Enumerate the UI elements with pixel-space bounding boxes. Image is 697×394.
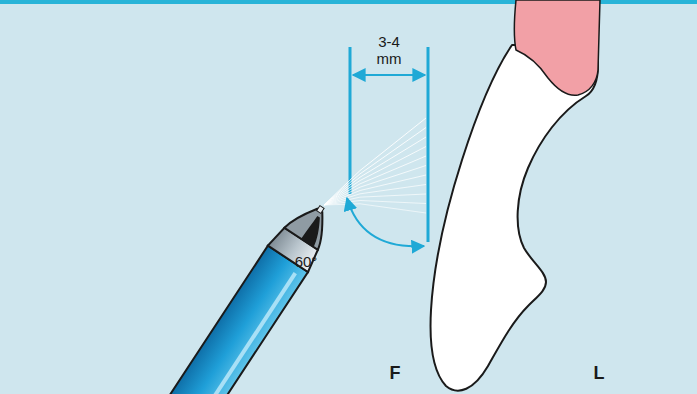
tooth-surface-line [427,47,430,242]
spray-stroke [324,175,426,205]
spray-stroke [324,166,426,206]
spray-stroke [324,137,426,205]
dimension-label: 3-4 mm [366,34,412,67]
spray-stroke [324,185,426,206]
side-label: L [588,364,610,384]
angle-arc [347,198,424,246]
spray-stroke [324,156,426,205]
gingiva [515,0,601,95]
tooth [431,45,598,391]
spray-stroke [324,128,426,206]
side-label: F [384,364,406,384]
reference-line [349,47,352,194]
handpiece [125,194,342,394]
spray-stroke [324,194,426,205]
spray [324,118,426,213]
spray-stroke [324,118,426,205]
spray-stroke [324,204,426,213]
distance-arrow [353,74,425,76]
angle-label: 60° [284,254,328,271]
spray-stroke [324,147,426,206]
